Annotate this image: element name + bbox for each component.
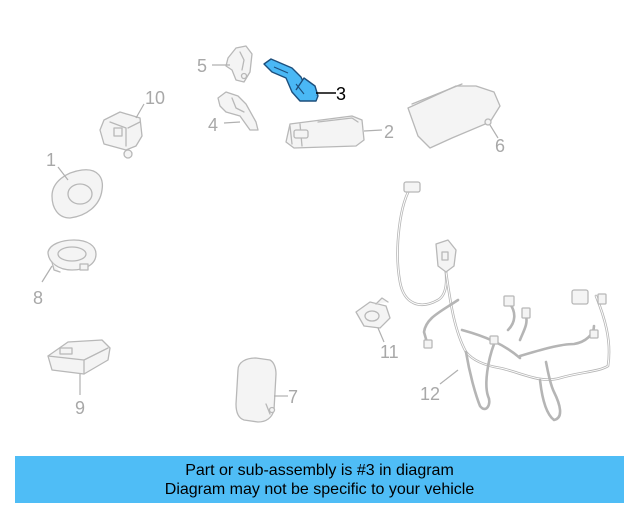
info-banner: Part or sub-assembly is #3 in diagram Di… (15, 456, 624, 503)
part-8-clock-spring[interactable] (47, 239, 97, 273)
leader-12 (439, 369, 459, 385)
part-5-bracket[interactable] (225, 45, 253, 83)
callout-10: 10 (145, 88, 165, 108)
leader-8 (41, 265, 53, 283)
part-9-control-module[interactable] (47, 339, 111, 375)
leader-6 (489, 124, 499, 139)
leader-1 (57, 166, 69, 181)
callout-5: 5 (197, 56, 207, 76)
part-6-dash-cover[interactable] (407, 83, 501, 149)
parts-diagram: 5 3 4 10 2 6 (33, 45, 611, 423)
callout-9: 9 (75, 398, 85, 418)
part-3-bracket[interactable] (263, 58, 319, 102)
leader-4 (223, 121, 241, 124)
leader-11 (377, 327, 385, 343)
leader-10 (135, 103, 145, 119)
banner-line-2: Diagram may not be specific to your vehi… (164, 480, 475, 498)
callout-6: 6 (495, 136, 505, 156)
part-2-airbag-module[interactable] (285, 115, 365, 149)
part-10-sensor[interactable] (99, 111, 143, 159)
callout-8: 8 (33, 288, 43, 308)
callout-11: 11 (380, 342, 399, 362)
callout-1: 1 (46, 150, 56, 170)
callout-4: 4 (208, 115, 218, 135)
callout-2: 2 (384, 122, 394, 142)
callout-3: 3 (336, 84, 346, 104)
callout-12: 12 (420, 384, 440, 404)
part-7-side-airbag[interactable] (235, 357, 277, 423)
part-4-bracket[interactable] (217, 91, 259, 131)
part-1-steering-airbag[interactable] (51, 169, 104, 219)
callout-7: 7 (288, 387, 298, 407)
part-12-wiring-harness[interactable] (396, 181, 611, 422)
leader-2 (363, 129, 383, 132)
part-11-impact-sensor[interactable] (355, 297, 391, 329)
banner-line-1: Part or sub-assembly is #3 in diagram (185, 461, 454, 479)
